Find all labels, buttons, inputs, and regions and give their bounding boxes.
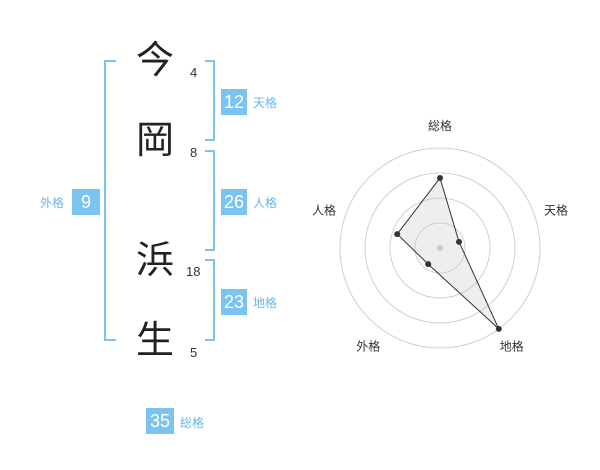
name-char-3: 浜 <box>135 238 174 282</box>
radar-point-3 <box>495 325 502 332</box>
soukaku-label: 総格 <box>180 416 205 430</box>
radar-ring-2 <box>389 197 491 299</box>
chikaku-label: 地格 <box>253 296 278 310</box>
radar-point-1 <box>437 175 443 181</box>
radar-ring-3 <box>364 172 516 324</box>
name-char-1: 今 <box>135 38 174 82</box>
stroke-count-3: 18 <box>186 264 201 279</box>
radar-ring-1 <box>414 222 466 274</box>
radar-ring-4 <box>339 147 541 349</box>
radar-axis-label-2: 天格 <box>544 202 568 217</box>
jinkaku-value: 26 <box>221 189 247 215</box>
stroke-count-2: 8 <box>190 145 198 160</box>
gaikaku-label: 外格 <box>40 196 65 210</box>
radar-center <box>437 245 443 251</box>
radar-axis-label-3: 地格 <box>500 339 524 354</box>
tenkaku-bracket <box>205 60 215 141</box>
gaikaku-bracket <box>104 60 116 341</box>
chikaku-value: 23 <box>221 289 247 315</box>
radar-axis-label-1: 総格 <box>428 118 452 133</box>
tenkaku-value: 12 <box>221 89 247 115</box>
radar-axis-label-4: 外格 <box>356 339 380 354</box>
stroke-count-4: 5 <box>190 345 198 360</box>
radar-point-5 <box>394 231 401 238</box>
radar-axis-label-5: 人格 <box>312 202 336 217</box>
stroke-count-1: 4 <box>190 65 198 80</box>
name-char-4: 生 <box>135 318 174 362</box>
jinkaku-bracket <box>205 150 215 251</box>
tenkaku-label: 天格 <box>253 96 278 110</box>
radar-point-2 <box>456 238 463 245</box>
jinkaku-label: 人格 <box>253 196 278 210</box>
radar-point-4 <box>425 261 432 268</box>
radar-polygon <box>396 176 500 330</box>
gaikaku-value: 9 <box>72 189 100 215</box>
name-char-2: 岡 <box>135 118 174 162</box>
chikaku-bracket <box>205 259 215 341</box>
soukaku-value: 35 <box>146 408 174 434</box>
